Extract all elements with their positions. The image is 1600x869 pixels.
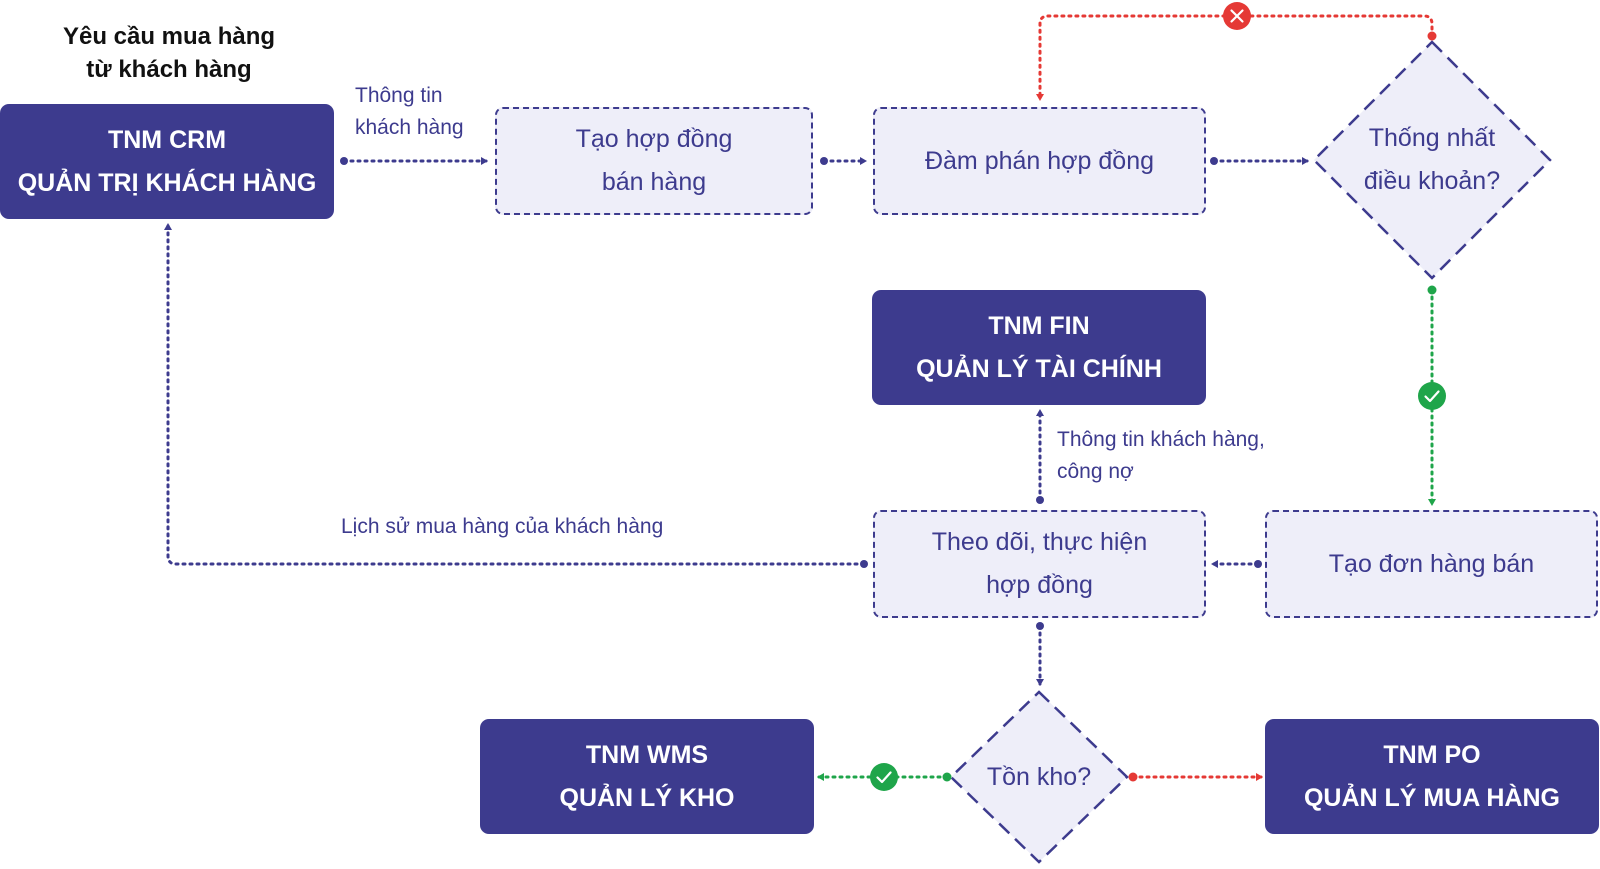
customer-info-line-2: khách hàng bbox=[355, 116, 464, 139]
check-icon bbox=[870, 763, 898, 791]
crm-title: TNM CRM bbox=[107, 125, 227, 154]
po-title: TNM PO bbox=[1383, 740, 1481, 769]
decision-in-stock-label: Tồn kho? bbox=[969, 755, 1109, 799]
step-track-contract[interactable]: Theo dõi, thực hiện hợp đồng bbox=[873, 510, 1206, 618]
wms-title: TNM WMS bbox=[585, 740, 709, 769]
sales-order-line-1: Tạo đơn hàng bán bbox=[1328, 549, 1535, 578]
diagram-heading: Yêu cầu mua hàng từ khách hàng bbox=[30, 20, 308, 86]
connector-dot bbox=[820, 157, 828, 165]
step-negotiate[interactable]: Đàm phán hợp đồng bbox=[873, 107, 1206, 215]
heading-line-1: Yêu cầu mua hàng bbox=[62, 23, 276, 50]
connector-dot bbox=[860, 560, 868, 568]
connector-dot bbox=[1036, 496, 1044, 504]
in-stock-line-1: Tồn kho? bbox=[986, 762, 1092, 791]
connector-dot bbox=[1128, 772, 1138, 782]
agree-terms-line-2: điều khoản? bbox=[1363, 167, 1501, 195]
decision-diamond-agree-terms[interactable] bbox=[1312, 40, 1552, 280]
create-contract-line-1: Tạo hợp đồng bbox=[575, 125, 733, 153]
system-box-po[interactable]: TNM PO QUẢN LÝ MUA HÀNG bbox=[1265, 719, 1599, 834]
edge-label-customer-info: Thông tin khách hàng bbox=[355, 80, 464, 144]
wms-subtitle: QUẢN LÝ KHO bbox=[559, 783, 735, 812]
track-line-2: hợp đồng bbox=[986, 571, 1093, 599]
decision-agree-terms-label: Thống nhất điều khoản? bbox=[1332, 110, 1532, 210]
fin-title: TNM FIN bbox=[988, 311, 1090, 340]
step-create-contract[interactable]: Tạo hợp đồng bán hàng bbox=[495, 107, 813, 215]
system-box-wms[interactable]: TNM WMS QUẢN LÝ KHO bbox=[480, 719, 814, 834]
step-sales-order[interactable]: Tạo đơn hàng bán bbox=[1265, 510, 1598, 618]
customer-debt-line-1: Thông tin khách hàng, bbox=[1057, 428, 1265, 451]
customer-debt-line-2: công nợ bbox=[1057, 460, 1134, 483]
edge-track-to-crm bbox=[164, 222, 866, 566]
connector-dot bbox=[942, 772, 952, 782]
connector-dot bbox=[1210, 157, 1218, 165]
check-icon bbox=[1418, 382, 1446, 410]
connector-dot bbox=[1427, 31, 1437, 41]
crm-subtitle: QUẢN TRỊ KHÁCH HÀNG bbox=[17, 168, 317, 197]
customer-info-line-1: Thông tin bbox=[355, 84, 443, 107]
create-contract-line-2: bán hàng bbox=[601, 168, 707, 196]
negotiate-line-1: Đàm phán hợp đồng bbox=[924, 146, 1155, 175]
system-box-fin[interactable]: TNM FIN QUẢN LÝ TÀI CHÍNH bbox=[872, 290, 1206, 405]
connector-dot bbox=[1254, 560, 1262, 568]
decision-diamond-in-stock[interactable] bbox=[949, 690, 1129, 864]
cross-icon bbox=[1223, 2, 1251, 30]
system-box-crm[interactable]: TNM CRM QUẢN TRỊ KHÁCH HÀNG bbox=[0, 104, 334, 219]
edge-label-purchase-history: Lịch sử mua hàng của khách hàng bbox=[341, 511, 663, 543]
connector-dot bbox=[1427, 285, 1437, 295]
connector-dot bbox=[1036, 622, 1044, 630]
po-subtitle: QUẢN LÝ MUA HÀNG bbox=[1303, 783, 1560, 812]
heading-line-2: từ khách hàng bbox=[86, 56, 252, 83]
agree-terms-line-1: Thống nhất bbox=[1368, 124, 1496, 152]
edge-label-customer-debt: Thông tin khách hàng, công nợ bbox=[1057, 424, 1265, 488]
track-line-1: Theo dõi, thực hiện bbox=[931, 528, 1148, 556]
fin-subtitle: QUẢN LÝ TÀI CHÍNH bbox=[916, 354, 1162, 383]
connector-dot bbox=[340, 157, 348, 165]
purchase-history-line-1: Lịch sử mua hàng của khách hàng bbox=[341, 515, 664, 538]
